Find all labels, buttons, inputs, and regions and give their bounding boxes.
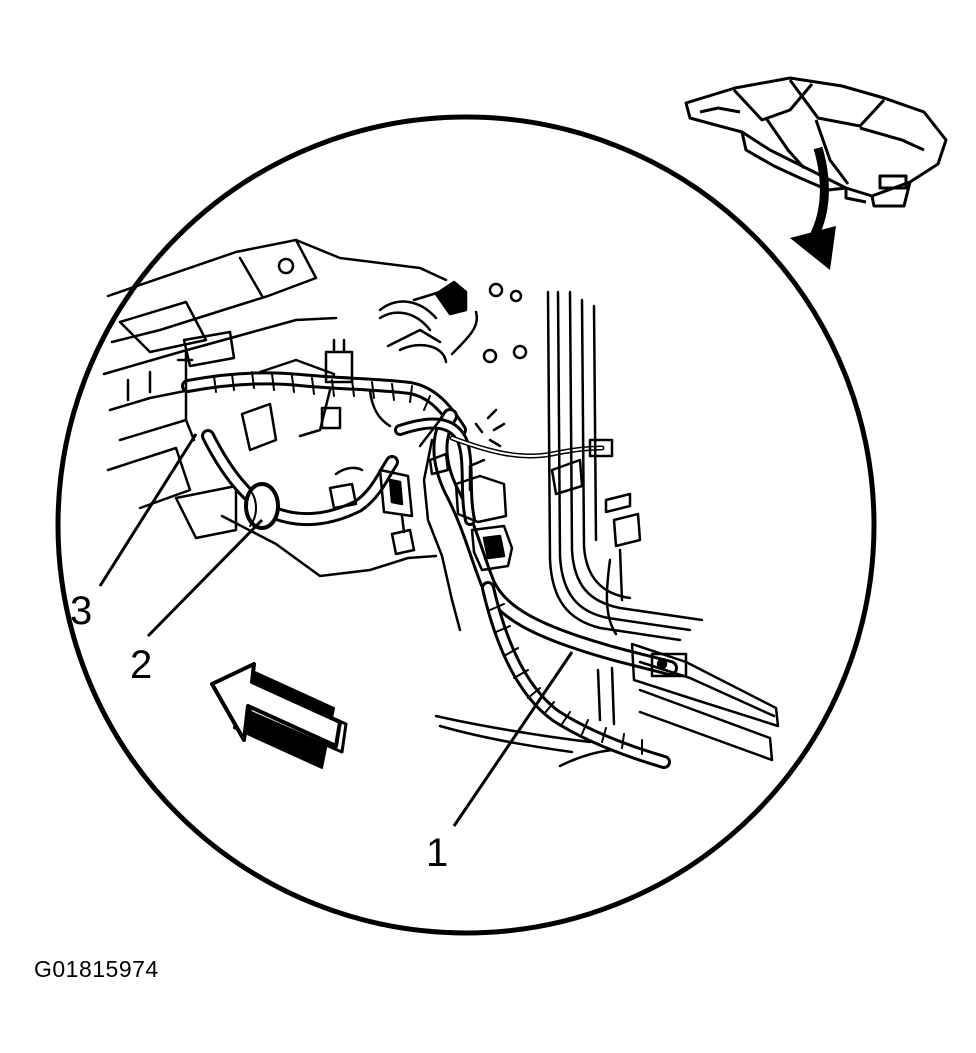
leader-line-3 — [98, 433, 198, 587]
detail-circle — [55, 114, 877, 936]
callout-number-2: 2 — [130, 643, 152, 687]
figure-id: G01815974 — [34, 956, 159, 982]
forward-direction-arrow-icon — [210, 662, 348, 769]
harness-detail-art — [102, 238, 780, 769]
leader-line-2 — [146, 518, 264, 638]
vehicle-body-locator-icon — [684, 76, 948, 208]
view-direction-arrow-icon — [790, 146, 836, 270]
callout-number-3: 3 — [70, 589, 92, 633]
leader-line-1 — [452, 651, 574, 827]
callout-leaders — [98, 433, 574, 827]
callout-number-1: 1 — [426, 831, 448, 875]
